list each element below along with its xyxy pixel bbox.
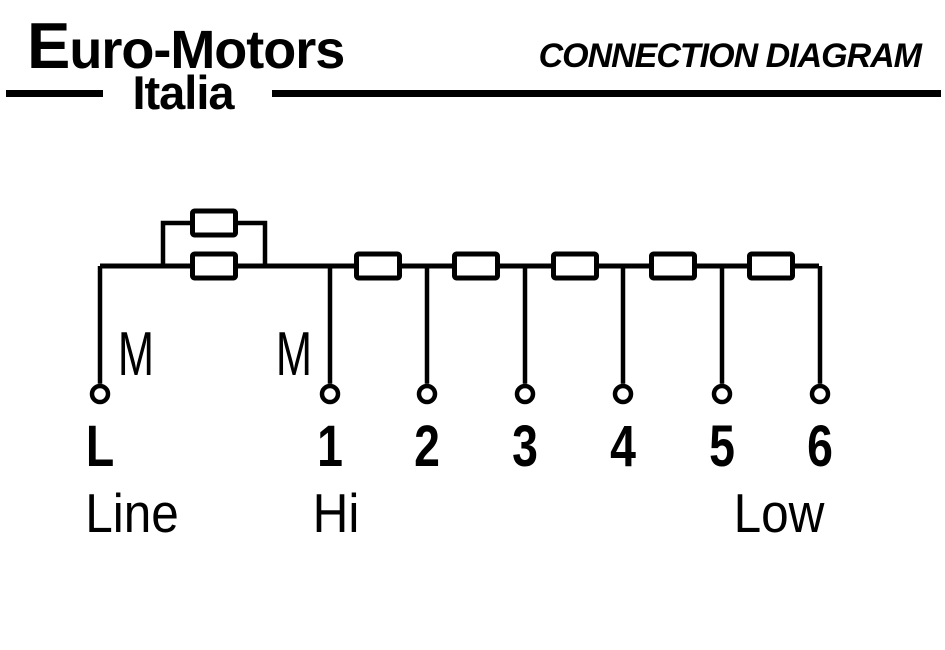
terminal-L-label: L	[86, 414, 114, 479]
parallel-resistor-bottom	[190, 251, 238, 281]
terminal-2-circle	[416, 383, 438, 405]
terminal-2-label: 2	[414, 414, 440, 479]
terminal-4-circle	[612, 383, 634, 405]
motor-label-m-left: M	[118, 321, 154, 389]
group-label-hi: Hi	[313, 484, 360, 545]
brand-name: Euro-Motors	[27, 9, 345, 82]
brand-subname: Italia	[132, 66, 234, 119]
terminal-6-label: 6	[807, 414, 833, 479]
page-title: CONNECTION DIAGRAM	[538, 37, 922, 75]
terminal-1-label: 1	[317, 414, 343, 479]
terminal-4-label: 4	[610, 414, 636, 479]
header-rule-right	[272, 90, 941, 97]
terminal-6-circle	[809, 383, 831, 405]
resistor-1-2	[354, 251, 402, 281]
resistor-4-5	[649, 251, 697, 281]
group-label-line: Line	[85, 484, 179, 545]
header-rule-left	[6, 90, 103, 97]
terminal-5-circle	[711, 383, 733, 405]
group-label-low: Low	[734, 484, 825, 545]
terminal-3-circle	[514, 383, 536, 405]
terminal-5-label: 5	[709, 414, 735, 479]
terminal-1-circle	[319, 383, 341, 405]
resistor-5-6	[747, 251, 795, 281]
resistor-2-3	[452, 251, 500, 281]
resistor-3-4	[551, 251, 599, 281]
terminal-3-label: 3	[512, 414, 538, 479]
terminal-L-circle	[89, 383, 111, 405]
motor-label-m-right: M	[276, 321, 312, 389]
parallel-resistor-top	[190, 208, 238, 238]
